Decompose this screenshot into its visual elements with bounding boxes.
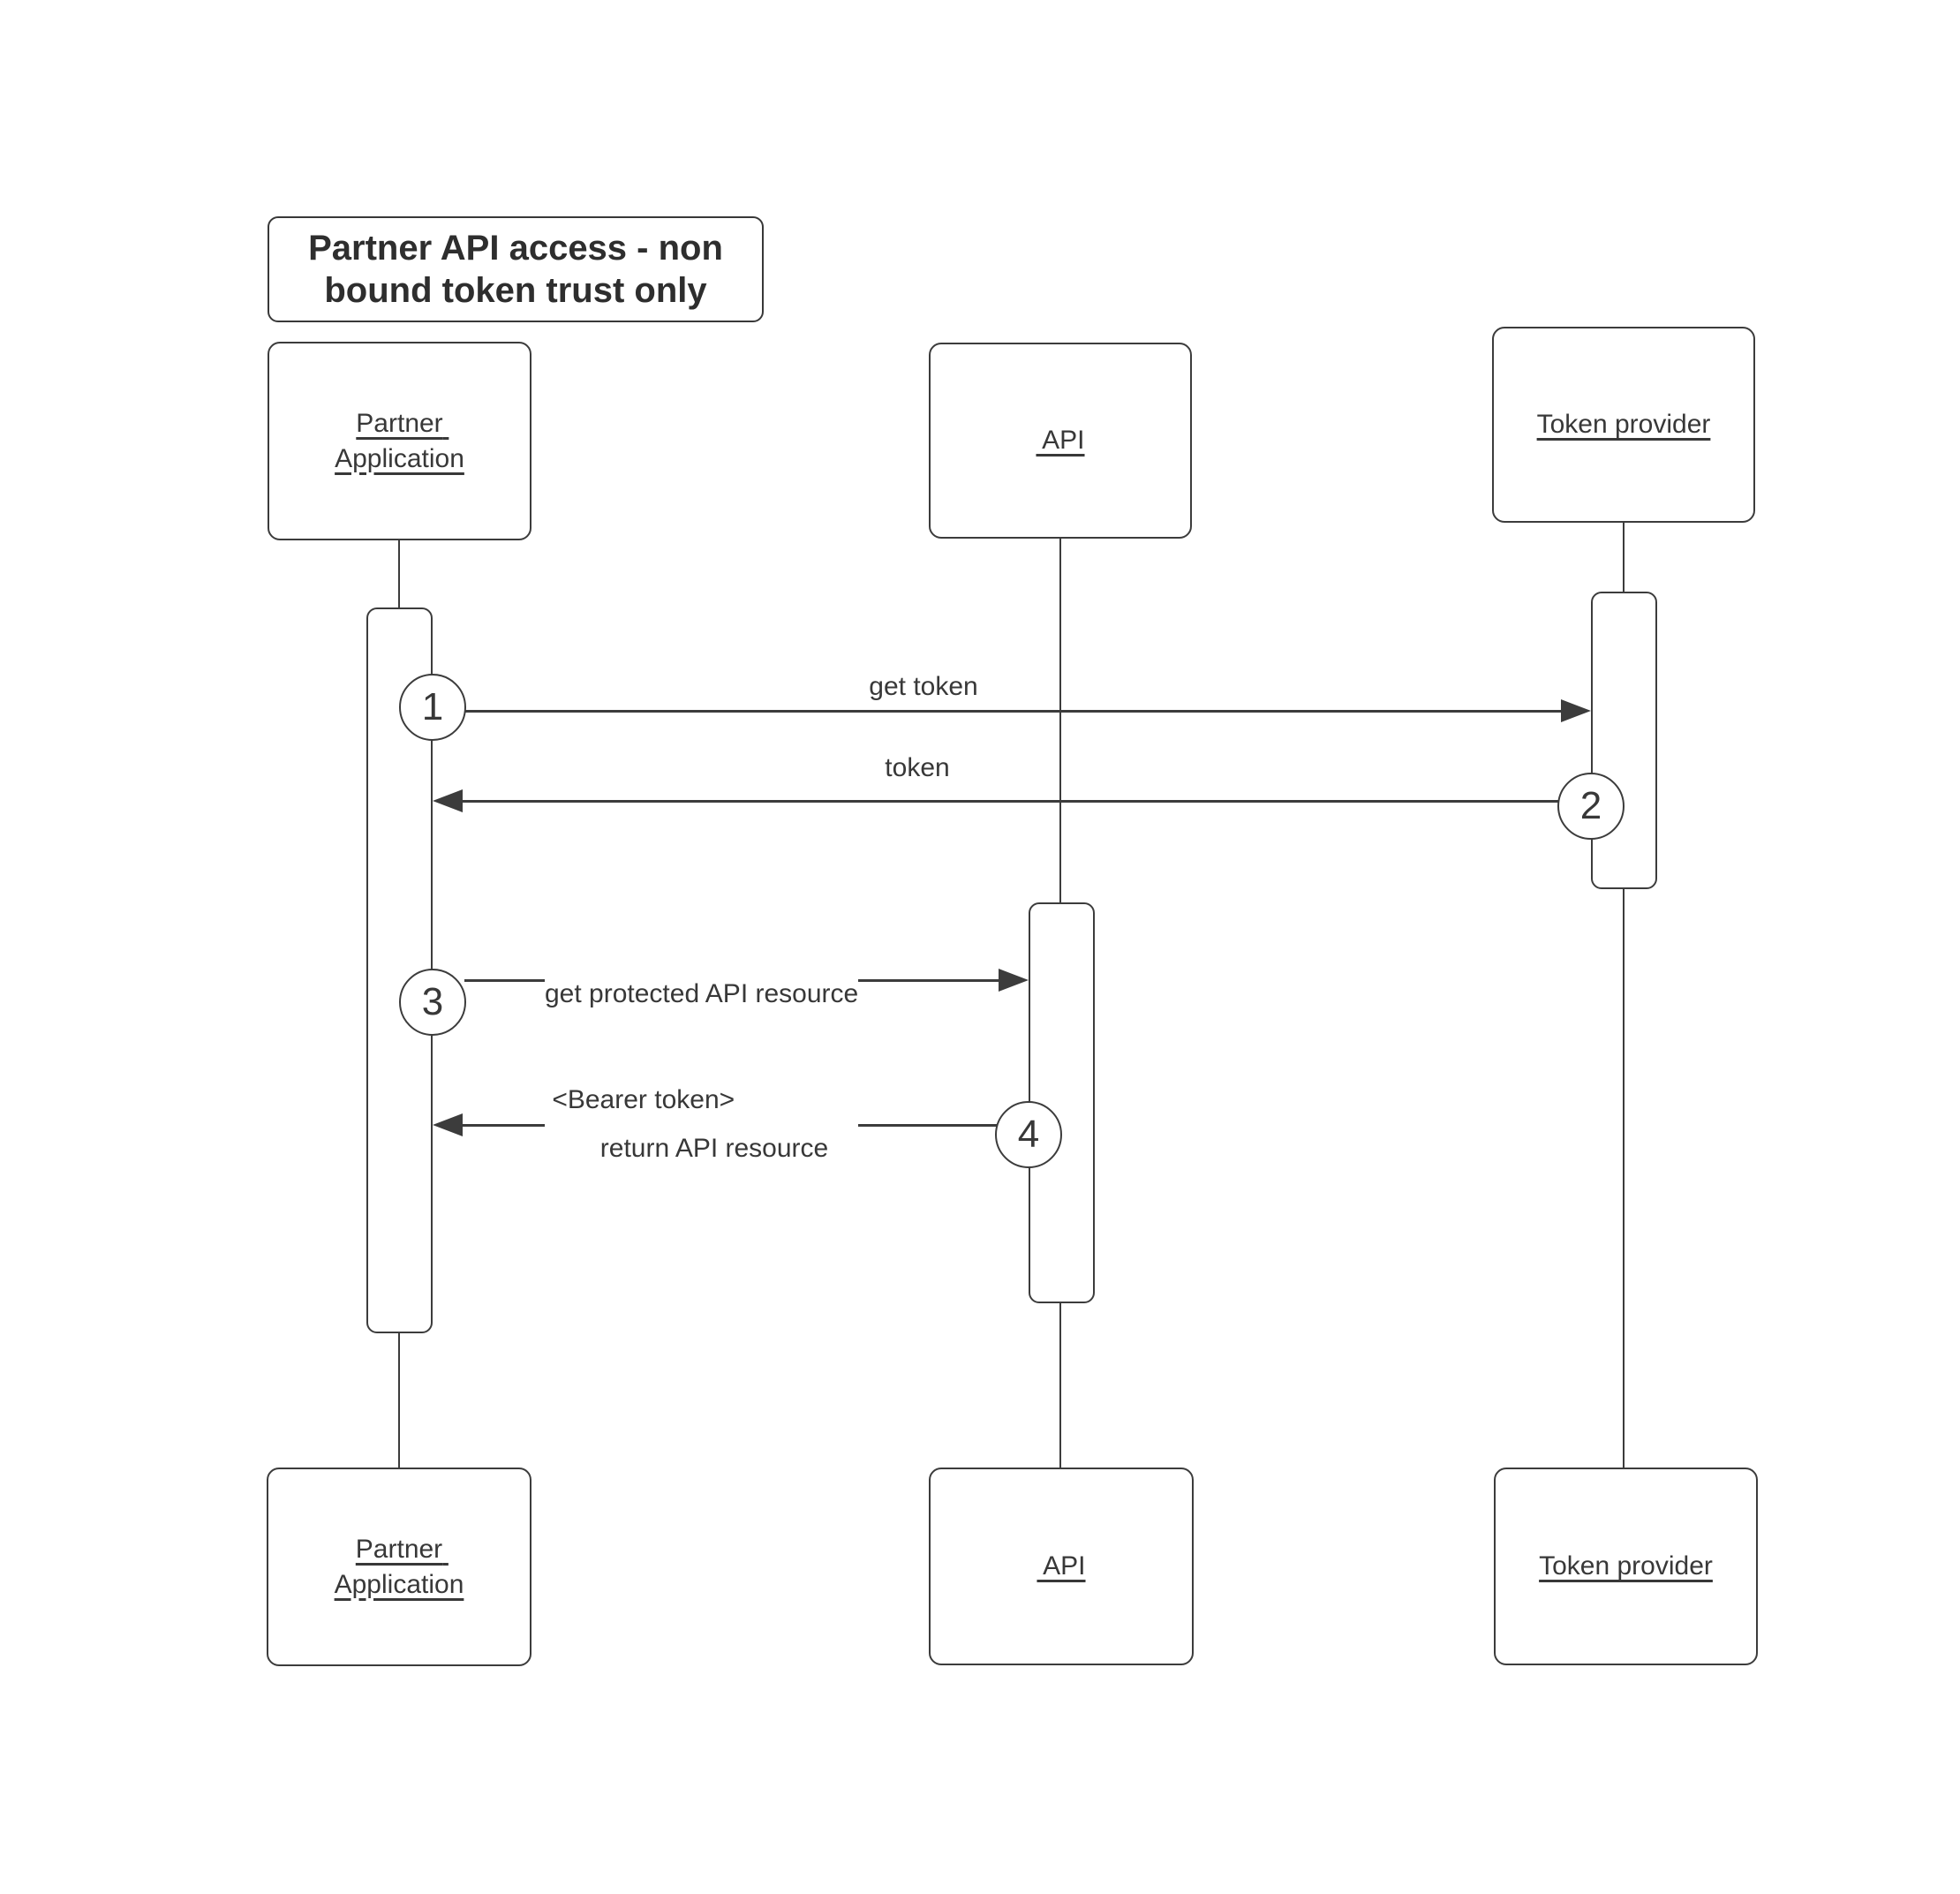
message-label-line: get protected API resource <box>545 979 859 1008</box>
step-circle-2: 2 <box>1557 773 1625 840</box>
step-number: 2 <box>1579 784 1602 827</box>
message-get-token-label: get token <box>869 669 978 705</box>
lifeline-partner-application-lower <box>397 1332 400 1468</box>
step-circle-1: 1 <box>399 674 466 741</box>
arrowhead-right-icon <box>999 969 1029 992</box>
message-token-line <box>463 800 1559 803</box>
lifeline-api-lower <box>1059 1302 1061 1468</box>
actor-box-api-bottom: API <box>929 1468 1194 1665</box>
step-circle-4: 4 <box>995 1101 1062 1168</box>
actor-box-partner-application-bottom: Partner Application <box>267 1468 531 1666</box>
lifeline-token-provider-upper <box>1623 523 1625 593</box>
actor-label-token-provider: Token provider <box>1539 1551 1713 1581</box>
actor-box-api-top: API <box>929 343 1192 539</box>
step-number: 4 <box>1017 1113 1040 1156</box>
actor-label-partner-application: Partner Application <box>334 1534 464 1599</box>
actor-label-token-provider: Token provider <box>1536 410 1711 439</box>
step-number: 3 <box>421 980 444 1023</box>
arrowhead-left-icon <box>433 789 463 812</box>
actor-label-api: API <box>1037 1551 1086 1581</box>
message-get-token-line <box>464 710 1563 713</box>
lifeline-token-provider-lower <box>1623 887 1625 1468</box>
actor-label-partner-application: Partner Application <box>335 408 464 473</box>
diagram-title-line: Partner API access - non <box>308 229 723 268</box>
actor-box-token-provider-bottom: Token provider <box>1494 1468 1758 1665</box>
arrowhead-right-icon <box>1561 699 1591 722</box>
lifeline-api-upper <box>1059 539 1061 904</box>
actor-box-partner-application-top: Partner Application <box>268 342 531 540</box>
actor-box-token-provider-top: Token provider <box>1492 327 1755 523</box>
actor-label-api: API <box>1036 426 1085 455</box>
message-token-label: token <box>885 751 950 786</box>
step-number: 1 <box>421 685 444 728</box>
activation-token-provider <box>1591 592 1657 889</box>
step-circle-3: 3 <box>399 969 466 1036</box>
message-label-line: <Bearer token> <box>545 1085 735 1114</box>
message-return-resource-label: return API resource <box>599 1131 829 1166</box>
arrowhead-left-icon <box>433 1113 463 1136</box>
diagram-title: Partner API access - non bound token tru… <box>268 216 764 322</box>
diagram-title-line: bound token trust only <box>324 271 707 310</box>
lifeline-partner-application-upper <box>397 540 400 609</box>
